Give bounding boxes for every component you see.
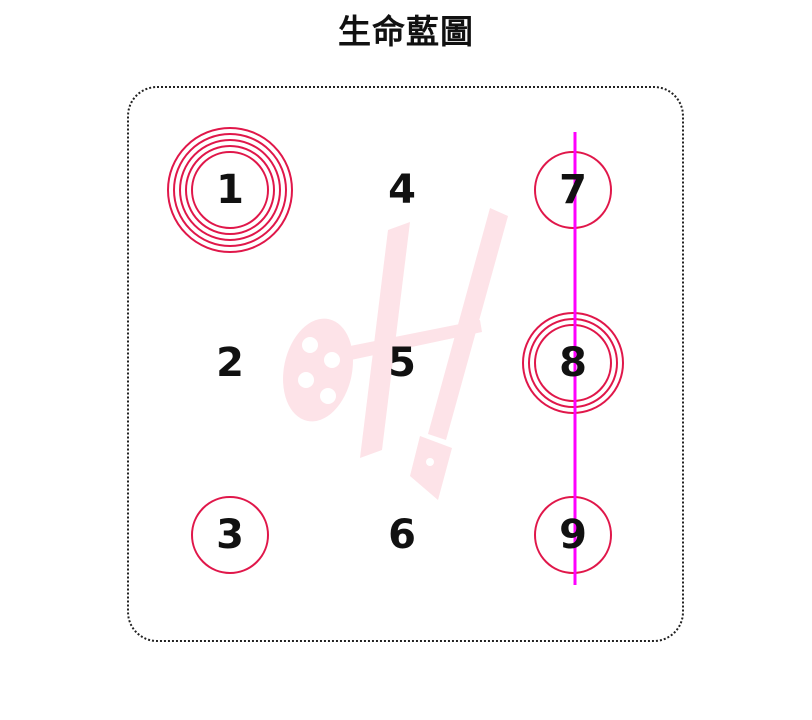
ring-8-1	[534, 324, 612, 402]
ring-1-2	[185, 145, 275, 235]
ring-1-5	[167, 127, 293, 253]
cell-number-3: 3	[216, 512, 244, 558]
cell-number-9: 9	[559, 512, 587, 558]
h-pen-logo-icon	[283, 208, 508, 500]
cell-number-8: 8	[559, 340, 587, 386]
cell-number-2: 2	[216, 340, 244, 386]
cell-number-4: 4	[388, 167, 416, 213]
ring-8-3	[522, 312, 624, 414]
cell-number-5: 5	[388, 340, 416, 386]
rings-layer	[167, 127, 624, 574]
ring-8-2	[528, 318, 618, 408]
ring-1-3	[179, 139, 281, 241]
cell-number-7: 7	[559, 167, 587, 213]
cell-number-6: 6	[388, 512, 416, 558]
ring-7-1	[534, 151, 612, 229]
page-title: 生命藍圖	[338, 12, 474, 51]
ring-1-4	[173, 133, 287, 247]
cell-number-1: 1	[216, 167, 244, 213]
grid-frame	[127, 86, 684, 642]
ring-1-1	[191, 151, 269, 229]
ring-9-1	[534, 496, 612, 574]
ring-3-1	[191, 496, 269, 574]
